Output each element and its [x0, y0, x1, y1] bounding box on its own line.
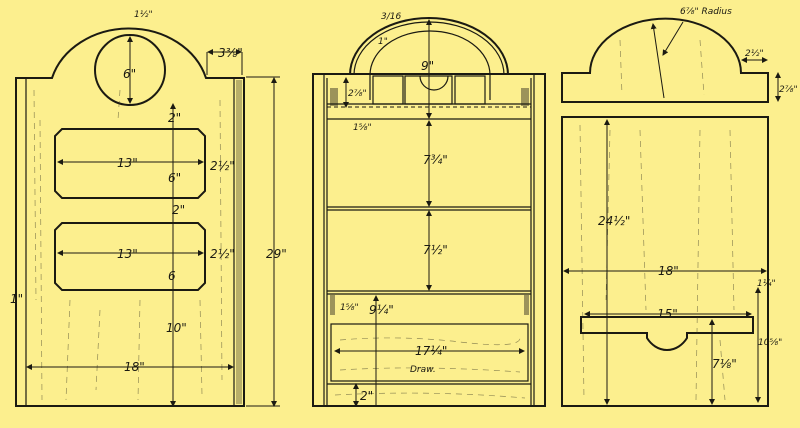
top-crest-piece: [561, 17, 769, 103]
label-circle-dia: 6": [123, 67, 136, 81]
label-overall-width: 18": [124, 360, 145, 374]
label-overall-height: 29": [266, 247, 287, 261]
label-panel2-height: 6: [168, 269, 176, 283]
label-side-height: 10⅝": [758, 338, 782, 348]
label-base: 2": [360, 389, 373, 403]
side-panel: [561, 116, 769, 407]
label-drawer-space: 9¼": [369, 303, 394, 317]
label-gap-top: 2": [168, 111, 181, 125]
label-edge: 1¼": [757, 279, 776, 289]
label-panel2-width: 13": [117, 247, 138, 261]
arch-outer: [349, 17, 509, 76]
label-panel1-width: 13": [117, 156, 138, 170]
drawer: [330, 323, 529, 382]
label-moulding: 3/16: [381, 12, 401, 22]
label-bottom-gap: 10": [166, 321, 187, 335]
label-shelf-thick: 1⅝": [353, 123, 372, 133]
front-back-panel-view: 1½" 6" 3⅜" 2" 13" 6" 2½" 2" 13" 6 2½" 1"…: [10, 10, 287, 407]
label-shelf-width: 15": [657, 307, 678, 321]
label-panel2-margin: 2½": [210, 247, 235, 261]
shelf-bracket: [580, 316, 754, 351]
label-top-shoulder: 2½": [745, 49, 764, 59]
label-space1: 7¾": [423, 153, 448, 167]
clock-opening: [94, 34, 166, 106]
label-space2: 7½": [423, 243, 448, 257]
label-shelf-height: 7⅛": [712, 357, 737, 371]
label-drawer: Draw.: [410, 365, 436, 375]
label-arch-height: 9": [421, 59, 434, 73]
label-top-height: 2⅞": [779, 85, 798, 95]
moulding-block: [372, 75, 404, 105]
label-panel1-height: 6": [168, 171, 181, 185]
lower-panel-opening: [54, 222, 206, 291]
label-panel-width: 18": [658, 264, 679, 278]
stile-shading: [236, 80, 242, 404]
label-panel-height: 24½": [598, 214, 630, 228]
label-gap-mid: 2": [172, 203, 185, 217]
label-side-thickness: 1": [10, 292, 23, 306]
label-radius: 6⅞" Radius: [680, 7, 732, 17]
label-arch-thick: 1": [378, 37, 388, 47]
section-view: 3/16 1" 9" 2⅞" 1⅝" 7¾" 7½" 1⅝" 9¼" 17¼" …: [312, 12, 546, 407]
upper-panel-opening: [54, 128, 206, 199]
label-drawer-rail: 1⅝": [340, 303, 359, 313]
label-drawer-width: 17¼": [415, 344, 447, 358]
label-top-rail: 2⅞": [348, 89, 367, 99]
back-panel-outline: [15, 27, 245, 407]
top-and-side-panel-view: 6⅞" Radius 2½" 2⅞" 24½" 18" 1¼" 15" 7⅛" …: [561, 7, 798, 407]
label-arch-margin: 1½": [134, 10, 153, 20]
label-panel1-margin: 2½": [210, 159, 235, 173]
label-shoulder: 3⅜": [218, 46, 243, 60]
